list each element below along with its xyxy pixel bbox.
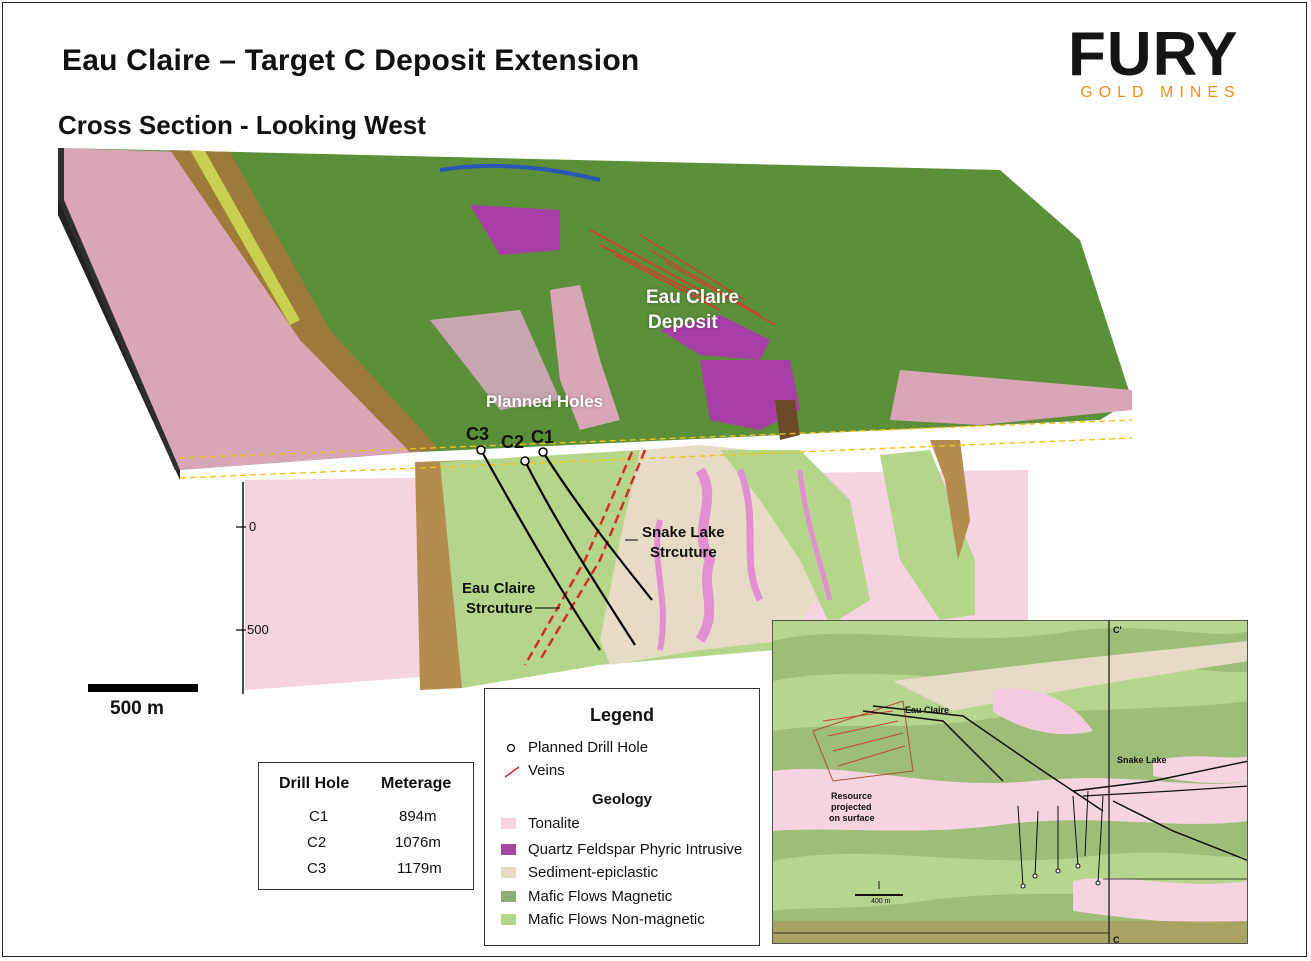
inset-resource-label-line1: Resource — [831, 791, 873, 801]
drill-hole-symbol-icon — [506, 743, 516, 753]
eau-claire-structure-label-line1: Eau Claire — [462, 580, 536, 597]
surface-slab — [58, 148, 1133, 480]
legend-label: Tonalite — [528, 815, 580, 832]
table-row-meterage: 1179m — [397, 860, 442, 877]
scale-bar — [88, 684, 198, 692]
legend-label: Mafic Flows Non-magnetic — [528, 911, 705, 928]
table-header-meterage: Meterage — [381, 775, 452, 792]
hole-label-c2: C2 — [501, 432, 525, 452]
legend-swatch — [501, 867, 516, 878]
section-subtitle: Cross Section - Looking West — [58, 110, 426, 140]
map-legend: Legend Planned Drill Hole Veins Geology … — [484, 688, 760, 946]
legend-geology-title: Geology — [591, 791, 652, 808]
inset-map-drawing — [773, 621, 1247, 943]
legend-title: Legend — [589, 705, 654, 725]
table-row-meterage: 1076m — [395, 834, 441, 851]
vein-symbol-icon — [504, 766, 520, 778]
legend-label: Veins — [528, 762, 565, 779]
inset-scale-label: 400 m — [871, 898, 891, 905]
inset-resource-label-line3: on surface — [829, 813, 875, 823]
scale-bar-label: 500 m — [110, 698, 164, 719]
table-row-hole: C1 — [309, 808, 329, 825]
planned-holes-label: Planned Holes — [486, 392, 604, 411]
legend-label: Mafic Flows Magnetic — [528, 888, 673, 905]
table-row-hole: C3 — [307, 860, 327, 877]
inset-resource-label-line2: projected — [831, 802, 872, 812]
legend-swatch — [501, 914, 516, 925]
vein-lines — [523, 449, 647, 666]
hole-label-c1: C1 — [531, 427, 555, 447]
table-row-hole: C2 — [307, 834, 327, 851]
legend-swatch — [501, 818, 516, 829]
eau-claire-structure-label-line2: Strcuture — [466, 600, 533, 617]
fury-logo: FURY GOLD MINES — [1068, 24, 1258, 104]
table-row-meterage: 894m — [399, 808, 437, 825]
inset-eau-claire-label: Eau Claire — [905, 705, 950, 715]
legend-label: Planned Drill Hole — [528, 739, 649, 756]
drill-hole-table: Drill Hole Meterage C1 894m C2 1076m C3 … — [258, 762, 474, 890]
deposit-label-line1: Eau Claire — [646, 287, 739, 308]
depth-axis — [236, 482, 246, 694]
inset-section-top-label: C' — [1113, 625, 1122, 635]
inset-plan-map: Eau Claire Snake Lake Resource projected… — [772, 620, 1248, 944]
snake-lake-label-line2: Strcuture — [650, 544, 717, 561]
inset-snake-lake-label: Snake Lake — [1117, 755, 1167, 765]
snake-lake-label-line1: Snake Lake — [642, 524, 725, 541]
legend-label: Quartz Feldspar Phyric Intrusive — [528, 841, 743, 858]
depth-tick-0: 0 — [249, 519, 257, 534]
legend-swatch — [501, 891, 516, 902]
drill-hole-traces — [476, 445, 653, 651]
hole-label-c3: C3 — [466, 424, 490, 444]
legend-label: Sediment-epiclastic — [528, 864, 659, 881]
inset-section-bottom-label: C — [1113, 935, 1120, 944]
page-title: Eau Claire – Target C Deposit Extension — [62, 44, 640, 77]
logo-tagline: GOLD MINES — [1080, 84, 1241, 101]
deposit-label-line2: Deposit — [648, 312, 718, 333]
legend-swatch — [501, 844, 516, 855]
logo-wordmark: FURY — [1068, 20, 1239, 89]
depth-tick-500: 500 — [247, 622, 269, 637]
table-header-hole: Drill Hole — [279, 775, 350, 792]
